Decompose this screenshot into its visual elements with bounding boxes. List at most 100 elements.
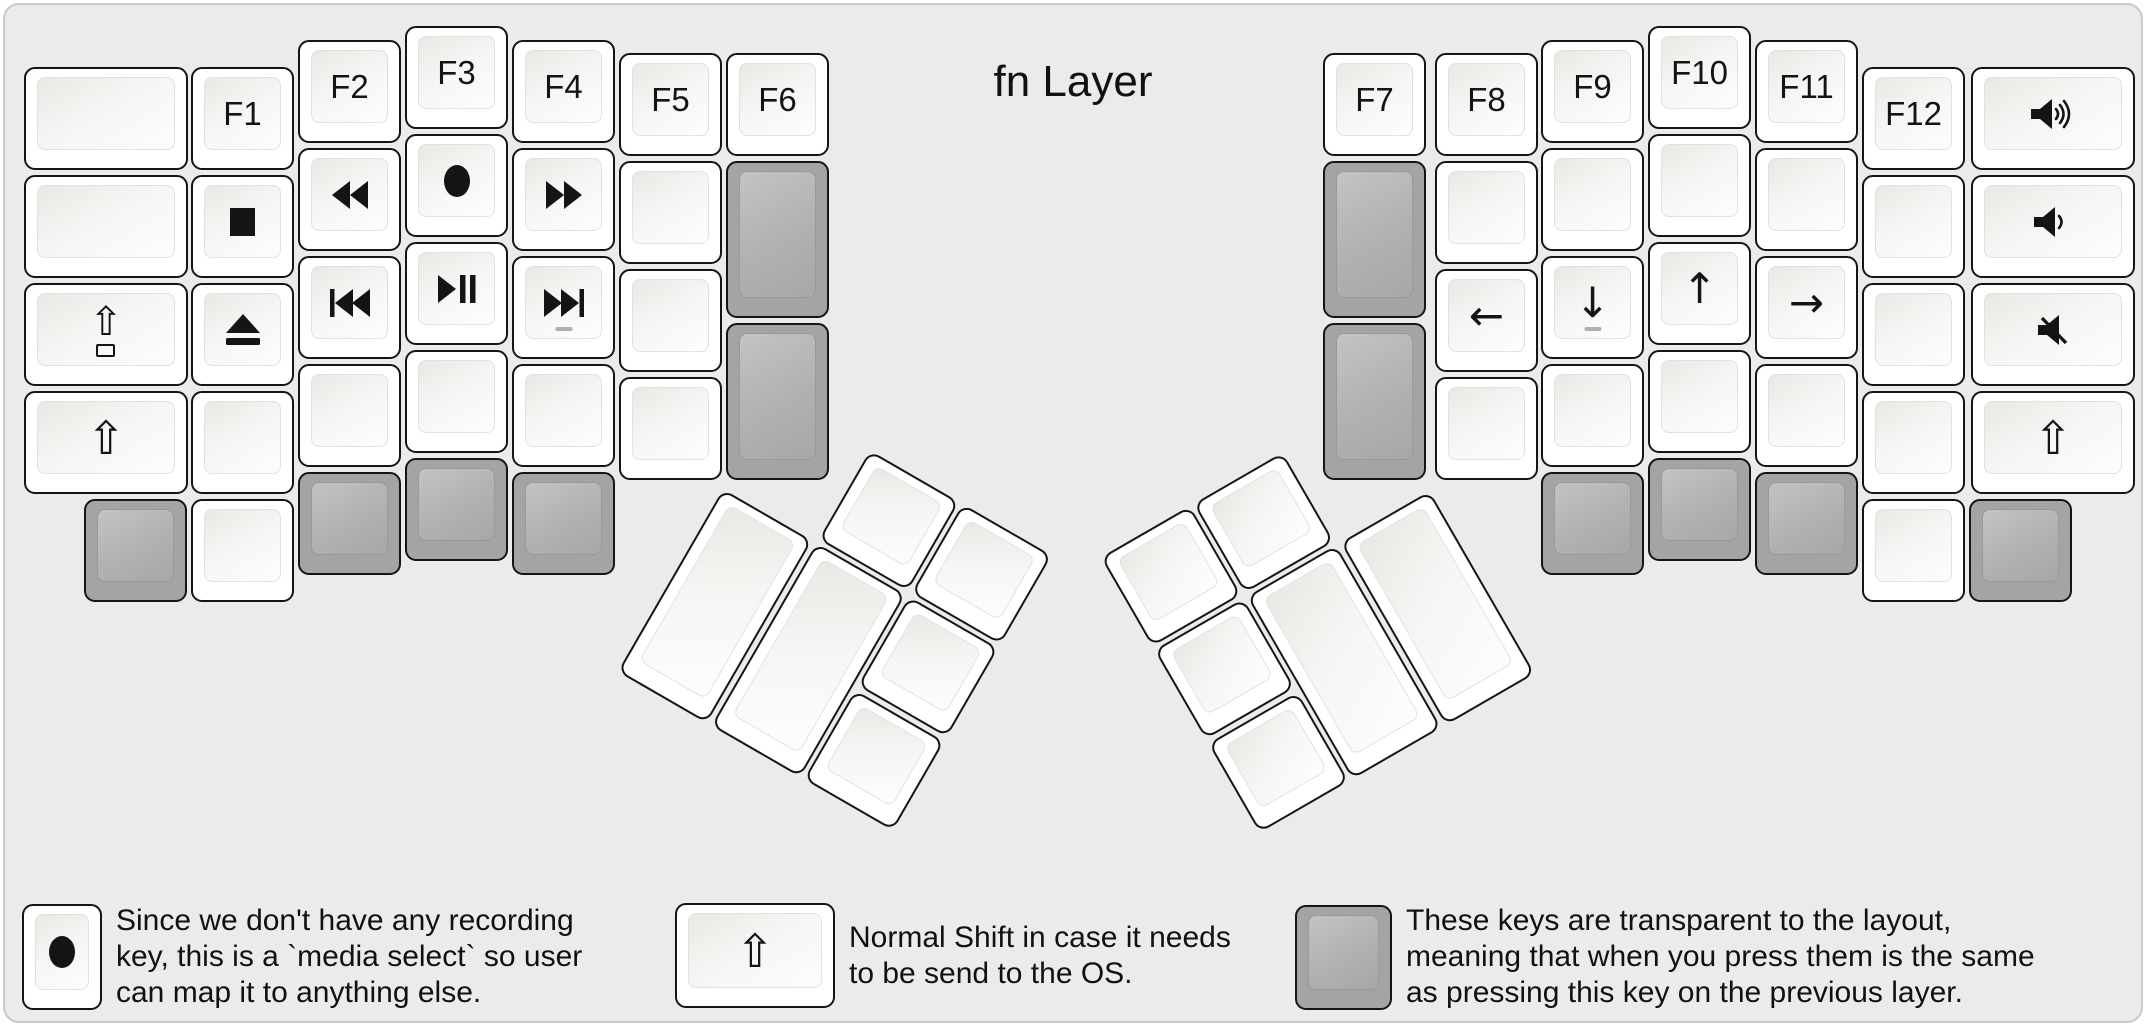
key-label: F10: [1671, 53, 1728, 91]
keycap-surface: ↓: [1554, 266, 1631, 339]
keycap-surface: [932, 518, 1036, 621]
keycap-surface: F1: [204, 77, 281, 150]
layer-title: fn Layer: [993, 57, 1153, 106]
key-shift: ⇧: [1971, 391, 2135, 494]
keycap-surface: [1308, 914, 1379, 990]
legend-text-normal-shift: Normal Shift in case it needs to be send…: [849, 920, 1231, 990]
key-blank: [1435, 161, 1538, 264]
play-pause-icon: [437, 274, 477, 303]
keycap-surface: [311, 266, 388, 339]
keycap-surface: [1448, 387, 1525, 460]
keycap-surface: [311, 482, 388, 555]
key-shift: ⇧: [24, 391, 188, 494]
key-blank: [1435, 377, 1538, 480]
key-volume-down: [1971, 175, 2135, 278]
keycap-surface: [1209, 467, 1313, 569]
keycap-surface: F2: [311, 50, 388, 123]
key-blank: [619, 269, 722, 372]
keycap-surface: [525, 266, 602, 339]
homing-bar: [555, 327, 572, 331]
key-mute: [1971, 283, 2135, 386]
key-f10: F10: [1648, 26, 1751, 129]
keycap-surface: [525, 158, 602, 231]
keycap-surface: [1661, 144, 1738, 217]
key-caps-lock: ⇧: [24, 283, 188, 386]
keycap-surface: ⇧: [688, 913, 822, 988]
keycap-surface: [1554, 158, 1631, 231]
keycap-surface: [1448, 171, 1525, 244]
keycap-surface: [1768, 158, 1845, 231]
legend-text-media-select: Since we don't have any recording key, t…: [116, 904, 583, 1009]
key-arrow-up: ↑: [1648, 242, 1751, 345]
key-transparent: [1541, 472, 1644, 575]
keycap-surface: [204, 509, 281, 582]
key-transparent: [1323, 161, 1426, 318]
keycap-surface: F5: [632, 63, 709, 136]
next-track-icon: [543, 288, 585, 317]
key-label: F3: [437, 53, 476, 91]
keycap-surface: F3: [418, 36, 495, 109]
legend-item-normal-shift: ⇧ Normal Shift in case it needs to be se…: [675, 903, 1231, 1008]
keycap-surface: [525, 374, 602, 447]
legend-key-media-select: [22, 904, 102, 1010]
key-blank: [1862, 391, 1965, 494]
shift-icon: ⇧: [86, 410, 126, 465]
keycap-surface: [204, 401, 281, 474]
key-prev-track: [298, 256, 401, 359]
keycap-surface: [1661, 468, 1738, 541]
keycap-surface: F9: [1554, 50, 1631, 123]
key-blank: [191, 499, 294, 602]
keycap-surface: [1554, 374, 1631, 447]
key-media-select: [405, 134, 508, 237]
key-f9: F9: [1541, 40, 1644, 143]
legend-item-transparent-keys: These keys are transparent to the layout…: [1295, 903, 2035, 1011]
keycap-surface: ←: [1448, 279, 1525, 352]
keycap-surface: [418, 468, 495, 541]
keycap-surface: [525, 482, 602, 555]
media-select-key-icon: [22, 904, 102, 1010]
keycap-surface: F12: [1875, 77, 1952, 150]
volume-down-icon: [2030, 205, 2076, 239]
key-blank: [298, 364, 401, 467]
keycap-surface: [632, 279, 709, 352]
arrow-left-icon: ←: [1468, 290, 1505, 340]
keycap-surface: [1169, 613, 1274, 716]
key-f11: F11: [1755, 40, 1858, 143]
keycap-surface: F7: [1336, 63, 1413, 136]
mute-icon: [2033, 313, 2073, 347]
key-rewind: [298, 148, 401, 251]
arrow-down-icon: ↓: [1574, 277, 1611, 327]
key-label: F2: [330, 67, 369, 105]
key-transparent: [1323, 323, 1426, 480]
keycap-surface: [1984, 293, 2122, 366]
key-arrow-right: →: [1755, 256, 1858, 359]
keycap-surface: [739, 333, 816, 460]
key-blank: [1541, 364, 1644, 467]
arrow-right-icon: →: [1788, 277, 1825, 327]
key-blank: [24, 175, 188, 278]
key-blank: [1862, 283, 1965, 386]
key-f6: F6: [726, 53, 829, 156]
keycap-surface: [311, 158, 388, 231]
keycap-surface: [1336, 333, 1413, 460]
keycap-surface: ⇧: [1984, 401, 2122, 474]
key-blank: [1755, 364, 1858, 467]
keycap-surface: [1116, 520, 1220, 623]
key-blank: [1862, 499, 1965, 602]
key-transparent: [84, 499, 187, 602]
keycap-surface: →: [1768, 266, 1845, 339]
keycap-surface: [418, 144, 495, 217]
key-label: F5: [651, 80, 690, 118]
key-f5: F5: [619, 53, 722, 156]
keycap-surface: [97, 509, 174, 582]
keycap-surface: [839, 464, 943, 567]
key-transparent: [1648, 458, 1751, 561]
key-label: F1: [223, 94, 262, 132]
key-fast-forward: [512, 148, 615, 251]
key-next-track: [512, 256, 615, 359]
key-blank: [1648, 134, 1751, 237]
key-blank: [24, 67, 188, 170]
keycap-surface: [632, 171, 709, 244]
keycap-surface: [1223, 707, 1327, 809]
prev-track-icon: [329, 288, 371, 317]
